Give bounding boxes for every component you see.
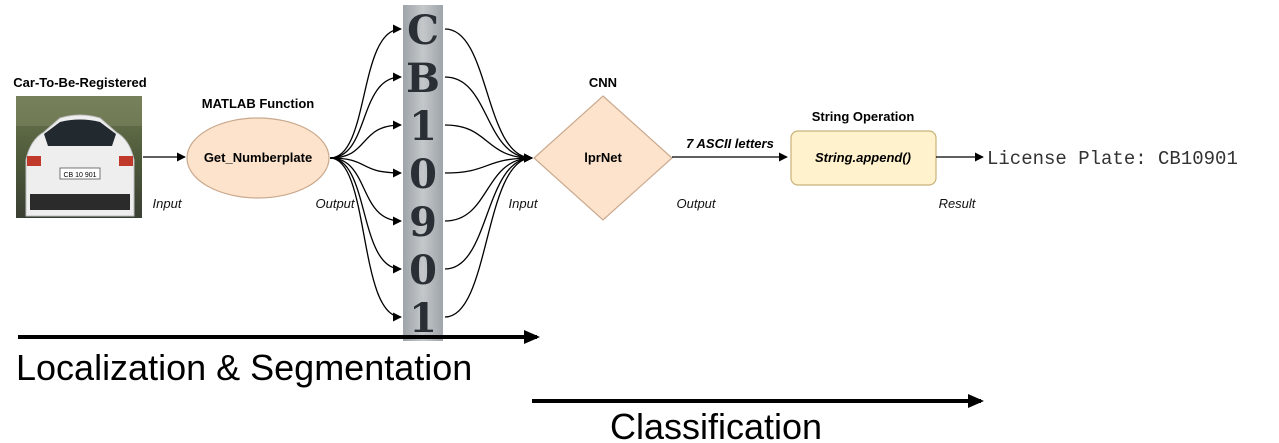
fan-in-arrow xyxy=(444,153,533,174)
fan-out-arrow xyxy=(329,157,402,178)
fan-in-arrow xyxy=(444,153,533,222)
fan-in-arrow xyxy=(444,124,533,163)
cnn-input-label: Input xyxy=(509,196,539,211)
localization-stage-label: Localization & Segmentation xyxy=(16,347,472,388)
cnn-output-label: Output xyxy=(676,196,716,211)
car-photo: CB 10 901 xyxy=(16,96,142,218)
character-glyph: C xyxy=(407,7,439,54)
car-title: Car-To-Be-Registered xyxy=(13,75,146,90)
car-plate-text: CB 10 901 xyxy=(63,172,96,179)
get-numberplate-label: Get_Numberplate xyxy=(204,150,312,165)
lprnet-node xyxy=(533,95,673,221)
matlab-title: MATLAB Function xyxy=(202,96,314,111)
character-tile xyxy=(403,53,443,101)
result-label: Result xyxy=(939,196,977,211)
string-append-node xyxy=(790,130,937,186)
character-glyph: 1 xyxy=(409,295,437,342)
fan-in-arrow xyxy=(444,28,533,163)
classification-stage-label: Classification xyxy=(610,406,822,443)
ascii-letters-label: 7 ASCII letters xyxy=(686,136,774,151)
cnn-title: CNN xyxy=(589,75,617,90)
matlab-output-label: Output xyxy=(315,196,355,211)
license-plate-result: License Plate: CB10901 xyxy=(987,148,1238,170)
character-tile xyxy=(403,245,443,293)
character-tile xyxy=(403,101,443,149)
string-op-title: String Operation xyxy=(812,109,915,124)
character-glyph: 9 xyxy=(409,199,437,246)
get-numberplate-node xyxy=(186,117,330,199)
character-tile xyxy=(403,5,443,53)
fan-out-arrow xyxy=(329,120,402,159)
character-glyph: 1 xyxy=(409,103,437,150)
character-tile xyxy=(403,149,443,197)
fan-out-arrow xyxy=(329,157,402,226)
fan-out-arrow xyxy=(329,157,402,274)
fan-in-arrow xyxy=(444,76,533,163)
car-input-label: Input xyxy=(153,196,183,211)
fan-in-connectors xyxy=(444,28,533,318)
fan-out-arrow xyxy=(329,72,402,159)
fan-out-connectors xyxy=(329,24,402,322)
character-glyph: 0 xyxy=(409,247,437,294)
character-glyph: 0 xyxy=(409,151,437,198)
character-glyph: B xyxy=(406,55,440,102)
fan-in-arrow xyxy=(444,153,533,270)
character-tile xyxy=(403,293,443,341)
fan-out-arrow xyxy=(329,24,402,159)
segmented-characters: CB10901 xyxy=(403,5,443,342)
lprnet-label: lprNet xyxy=(584,150,622,165)
fan-in-arrow xyxy=(444,153,533,318)
fan-out-arrow xyxy=(329,157,402,322)
character-tile xyxy=(403,197,443,245)
string-append-label: String.append() xyxy=(815,150,911,165)
